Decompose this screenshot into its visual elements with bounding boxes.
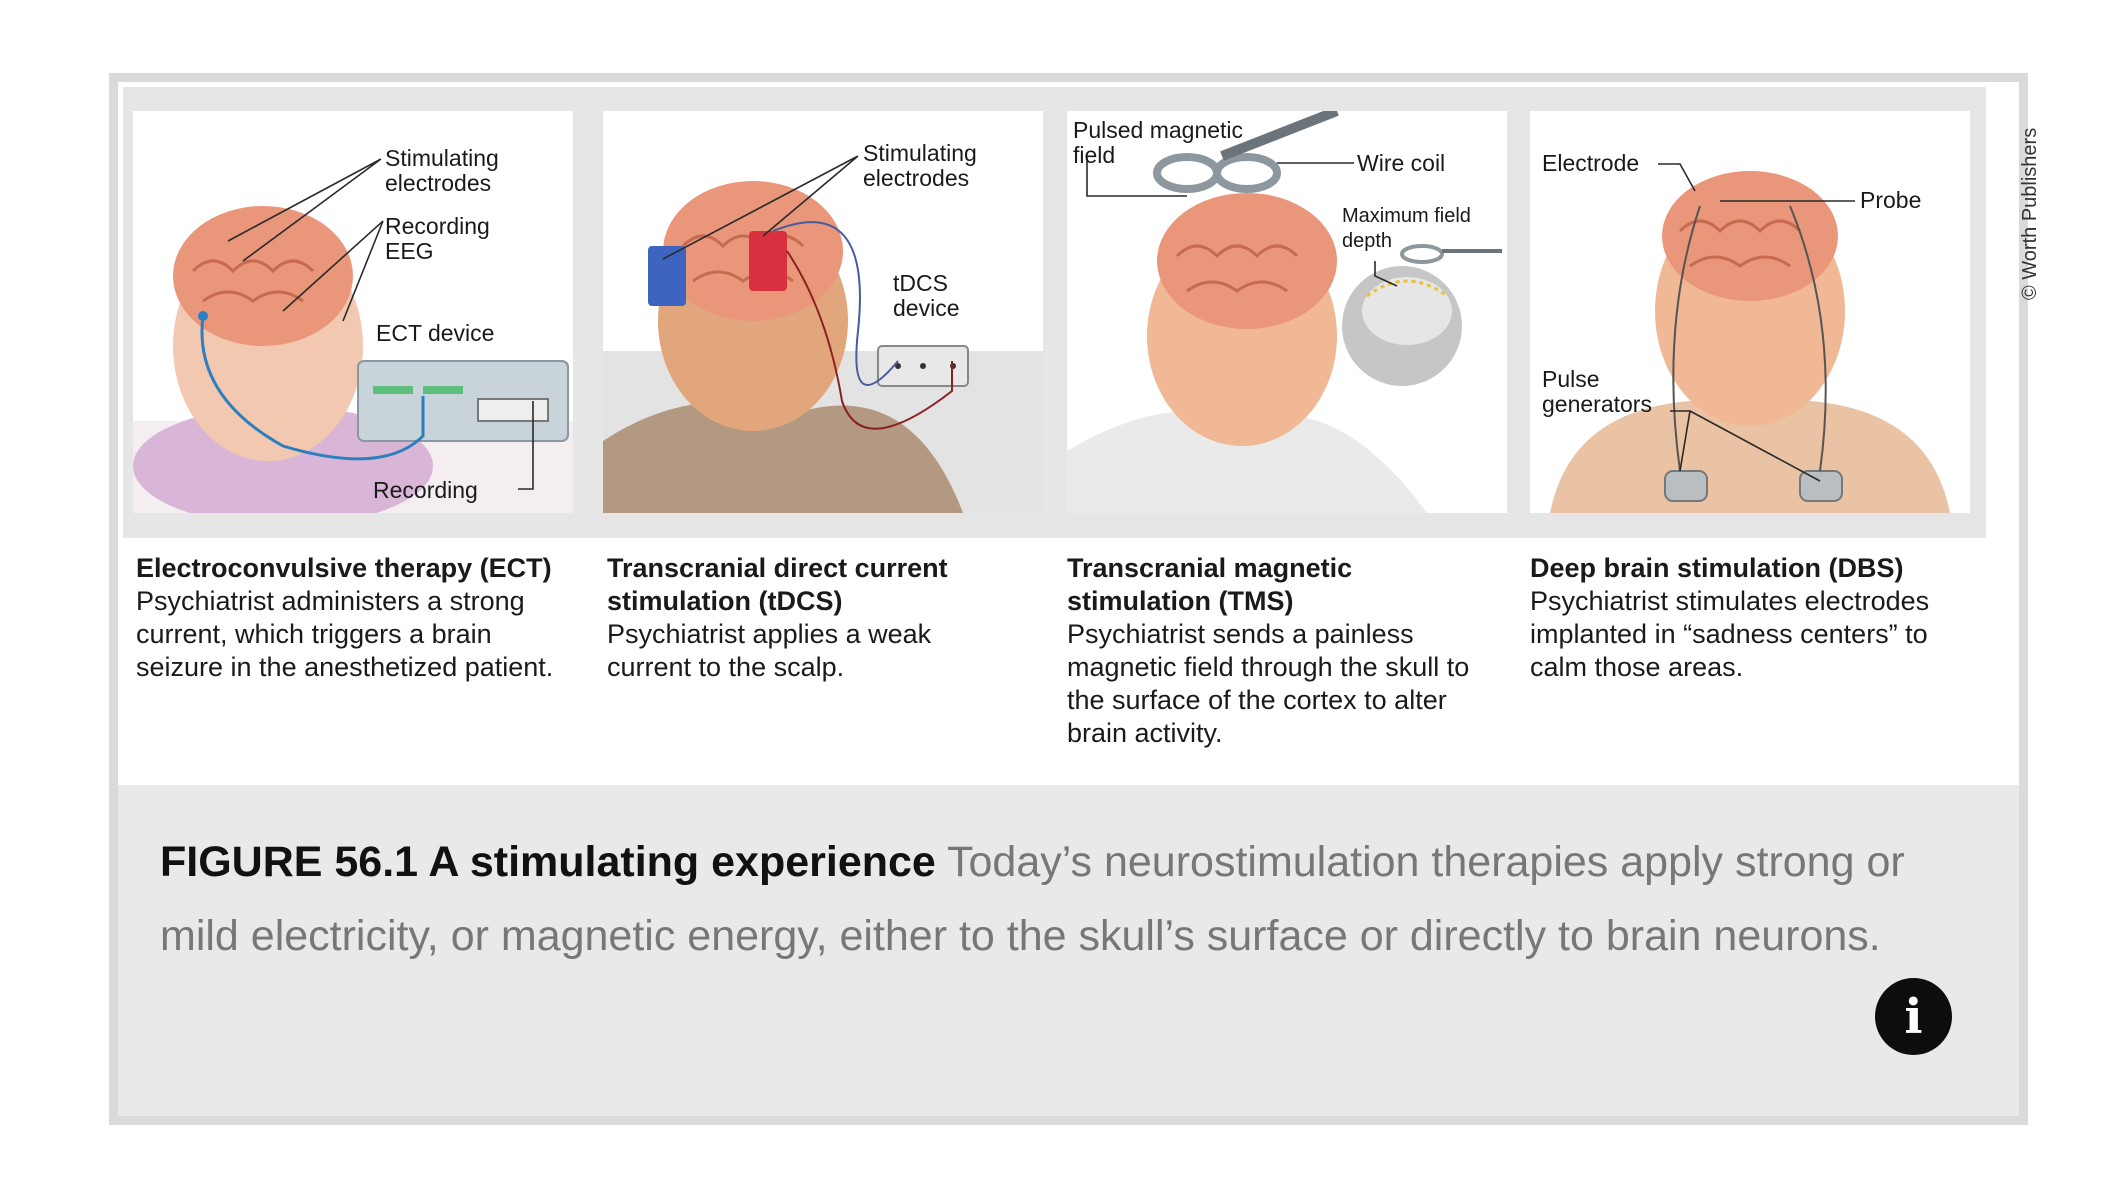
dbs-label-pulse-2: generators [1542, 391, 1652, 417]
tdcs-label-stim-2: electrodes [863, 165, 969, 191]
tdcs-caption-text: Psychiatrist applies a weak current to t… [607, 619, 932, 682]
ect-label-rec-1: Recording [385, 213, 490, 239]
tdcs-caption: Transcranial direct current stimulation … [607, 552, 1007, 684]
dbs-label-probe: Probe [1860, 187, 1921, 213]
ect-label-device: ECT device [376, 320, 494, 346]
illustration-panel: Stimulating electrodes Recording EEG ECT… [118, 82, 2041, 785]
tms-drawing [1067, 111, 1502, 513]
tms-label-pulsed-2: field [1073, 142, 1115, 168]
tms-label-coil: Wire coil [1357, 150, 1445, 176]
info-button[interactable]: i [1875, 978, 1952, 1055]
dbs-label-pulse-1: Pulse [1542, 366, 1600, 392]
ect-caption: Electroconvulsive therapy (ECT) Psychiat… [136, 552, 576, 684]
dbs-label-electrode: Electrode [1542, 150, 1639, 176]
info-icon: i [1904, 988, 1923, 1045]
tdcs-illustration: Stimulating electrodes tDCS device [603, 111, 1043, 513]
tdcs-drawing [603, 155, 1043, 513]
tms-labels: Pulsed magnetic field Wire coil Maximum … [1073, 117, 1471, 252]
tdcs-label-device-2: device [893, 295, 959, 321]
ect-caption-text: Psychiatrist administers a strong curren… [136, 586, 554, 682]
illustration-strip: Stimulating electrodes Recording EEG ECT… [123, 87, 1986, 538]
tms-label-depth-2: depth [1342, 230, 1392, 252]
tms-label-depth-1: Maximum field [1342, 205, 1471, 227]
tdcs-labels: Stimulating electrodes tDCS device [863, 140, 977, 321]
tms-label-pulsed-1: Pulsed magnetic [1073, 117, 1243, 143]
ect-label-stim-2: electrodes [385, 170, 491, 196]
ect-label-recording: Recording [373, 477, 478, 503]
tms-caption-title: Transcranial magnetic stimulation (TMS) [1067, 553, 1353, 616]
tdcs-label-stim-1: Stimulating [863, 140, 977, 166]
tdcs-caption-title: Transcranial direct current stimulation … [607, 553, 948, 616]
dbs-caption-text: Psychiatrist stimulates electrodes impla… [1530, 586, 1930, 682]
figure-caption-label: FIGURE 56.1 A stimulating experience [160, 838, 936, 886]
copyright-credit: © Worth Publishers [1995, 102, 2041, 362]
copyright-text: © Worth Publishers [2019, 127, 2041, 300]
tms-caption: Transcranial magnetic stimulation (TMS) … [1067, 552, 1487, 750]
ect-illustration: Stimulating electrodes Recording EEG ECT… [133, 111, 573, 513]
ect-labels: Stimulating electrodes Recording EEG ECT… [373, 145, 499, 503]
ect-label-stim-1: Stimulating [385, 145, 499, 171]
tms-illustration: Pulsed magnetic field Wire coil Maximum … [1067, 111, 1507, 513]
dbs-illustration: Electrode Probe Pulse generators [1530, 111, 1970, 513]
figure-caption-text: Today’s neurostimulation therapies apply… [160, 838, 1905, 960]
tms-caption-text: Psychiatrist sends a painless magnetic f… [1067, 619, 1470, 748]
dbs-drawing [1550, 163, 1950, 513]
ect-drawing [133, 158, 573, 513]
figure-frame: Stimulating electrodes Recording EEG ECT… [109, 73, 2041, 1125]
ect-label-rec-2: EEG [385, 238, 434, 264]
tdcs-label-device-1: tDCS [893, 270, 948, 296]
dbs-labels: Electrode Probe Pulse generators [1542, 150, 1921, 417]
ect-caption-title: Electroconvulsive therapy (ECT) [136, 553, 552, 583]
figure-container: Stimulating electrodes Recording EEG ECT… [118, 82, 2041, 1116]
dbs-caption: Deep brain stimulation (DBS) Psychiatris… [1530, 552, 1970, 684]
figure-caption: FIGURE 56.1 A stimulating experience Tod… [160, 825, 1960, 973]
dbs-caption-title: Deep brain stimulation (DBS) [1530, 553, 1904, 583]
